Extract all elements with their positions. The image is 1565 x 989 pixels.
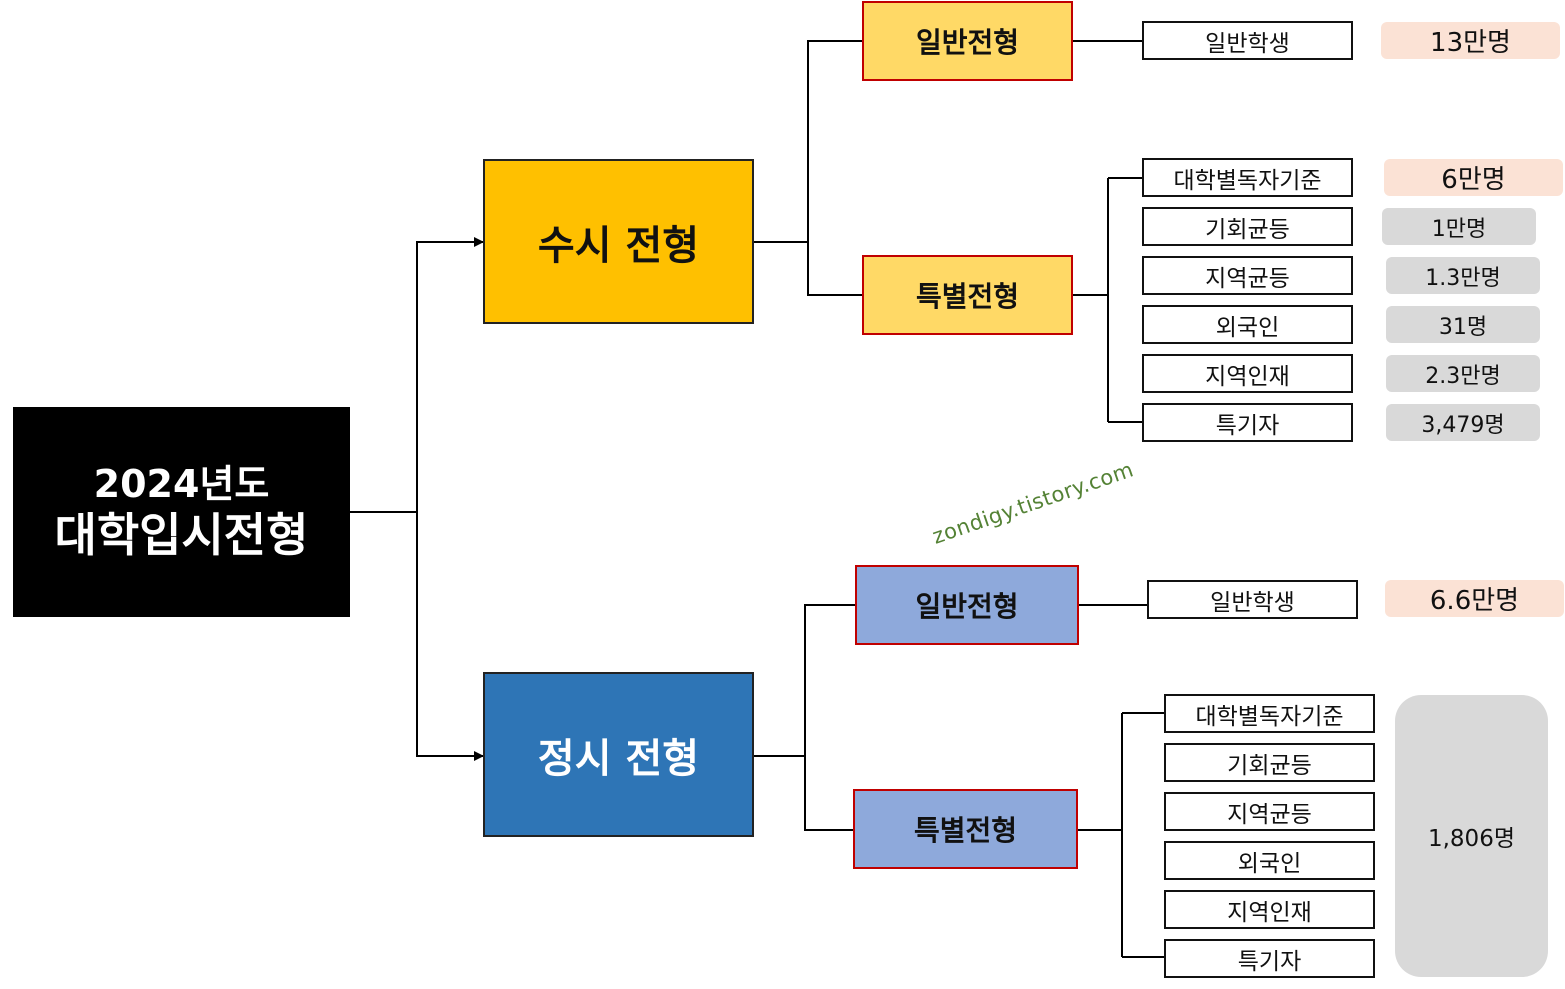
susi-special-leaf: 특기자 (1142, 403, 1353, 442)
jeongsi-general-node: 일반전형 (855, 565, 1079, 645)
susi-special-leaf: 기회균등 (1142, 207, 1353, 246)
jeongsi-general-count: 6.6만명 (1385, 580, 1564, 617)
jeongsi-special-leaf: 대학별독자기준 (1164, 694, 1375, 733)
susi-special-count: 3,479명 (1386, 404, 1540, 441)
susi-special-node: 특별전형 (862, 255, 1073, 335)
root-to-susi-arrow (350, 237, 484, 513)
susi-to-general-line (754, 40, 862, 243)
susi-node: 수시 전형 (483, 159, 754, 324)
jeongsi-special-leaf: 특기자 (1164, 939, 1375, 978)
susi-general-count: 13만명 (1381, 22, 1560, 59)
jeongsi-special-total-count: 1,806명 (1395, 695, 1548, 977)
susi-special-bracket (1073, 177, 1142, 423)
jeongsi-to-special-line (804, 756, 853, 831)
jeongsi-special-bracket (1078, 712, 1164, 958)
jeongsi-special-leaf: 기회균등 (1164, 743, 1375, 782)
root-title-year: 2024년도 (93, 461, 270, 506)
jeongsi-general-leaf: 일반학생 (1147, 580, 1358, 619)
susi-to-special-line (807, 242, 862, 296)
root-node: 2024년도 대학입시전형 (13, 407, 350, 617)
root-title: 대학입시전형 (54, 508, 309, 563)
susi-special-count: 1.3만명 (1386, 257, 1540, 294)
jeongsi-node: 정시 전형 (483, 672, 754, 837)
susi-special-count: 31명 (1386, 306, 1540, 343)
susi-special-count: 6만명 (1384, 159, 1563, 196)
susi-general-node: 일반전형 (862, 1, 1073, 81)
jeongsi-special-node: 특별전형 (853, 789, 1078, 869)
susi-special-leaf: 대학별독자기준 (1142, 158, 1353, 197)
jeongsi-special-leaf: 지역균등 (1164, 792, 1375, 831)
root-to-jeongsi-arrow (416, 512, 484, 761)
susi-special-leaf: 외국인 (1142, 305, 1353, 344)
susi-special-count: 2.3만명 (1386, 355, 1540, 392)
jeongsi-to-general-line (754, 604, 855, 757)
jeongsi-special-leaf: 외국인 (1164, 841, 1375, 880)
susi-special-count: 1만명 (1382, 208, 1536, 245)
susi-special-leaf: 지역인재 (1142, 354, 1353, 393)
susi-special-leaf: 지역균등 (1142, 256, 1353, 295)
susi-general-leaf: 일반학생 (1142, 21, 1353, 60)
jeongsi-special-leaf: 지역인재 (1164, 890, 1375, 929)
